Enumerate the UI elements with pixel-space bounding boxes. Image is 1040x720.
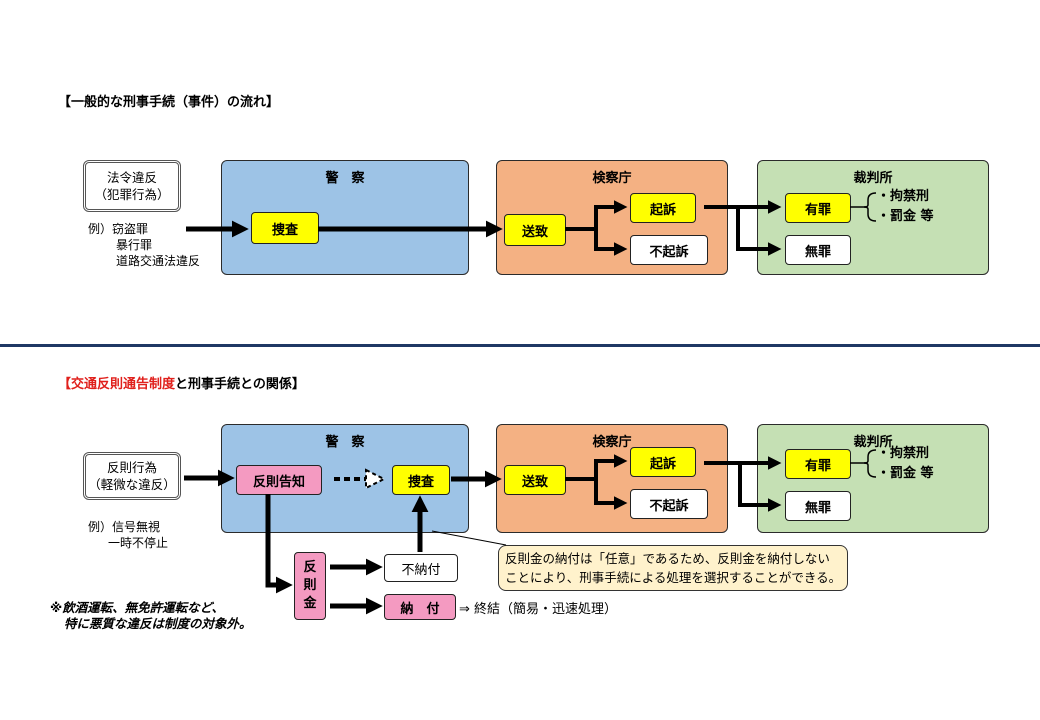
callout-line-1: 反則金の納付は「任意」であるため、反則金を納付しない <box>505 551 830 566</box>
offense-act-box: 反則行為 （軽微な違反） <box>83 452 181 500</box>
payment-optional-callout: 反則金の納付は「任意」であるため、反則金を納付しない ことにより、刑事手続による… <box>498 545 849 591</box>
investigation-box-2: 捜査 <box>392 465 450 495</box>
offense-act-line2: （軽微な違反） <box>88 477 176 492</box>
example-line-1: 例）窃盗罪 <box>88 222 149 236</box>
violation-notice-box: 反則告知 <box>236 465 322 495</box>
prosecutor-title: 検察庁 <box>592 171 632 186</box>
example-line-2: 暴行罪 <box>116 238 153 252</box>
section-divider <box>0 344 1040 347</box>
not-guilty-box-2: 無罪 <box>785 491 851 521</box>
law-violation-line1: 法令違反 <box>106 170 157 185</box>
fine-char-2: 則 <box>303 578 317 593</box>
police-title: 警 察 <box>325 171 365 186</box>
arrow-referral-to-non-indictment <box>594 229 628 256</box>
callout-pointer <box>431 530 507 546</box>
police-title-2: 警 察 <box>325 435 365 450</box>
penalty-list-2: ・拘禁刑 ・罰金 等 <box>877 444 934 484</box>
example-line-3: 道路交通法違反 <box>116 254 201 268</box>
arrow-indictment-to-not-guilty-2 <box>738 463 782 512</box>
indictment-box: 起訴 <box>630 193 696 223</box>
non-indictment-box: 不起訴 <box>630 235 708 265</box>
section2-title: 【交通反則通告制度と刑事手続との関係】 <box>58 373 305 392</box>
guilty-box: 有罪 <box>785 193 851 223</box>
callout-line-2: ことにより、刑事手続による処理を選択することができる。 <box>505 570 842 585</box>
law-violation-box: 法令違反 （犯罪行為） <box>83 160 181 212</box>
penalty2-item-2: ・罰金 等 <box>877 466 934 481</box>
arrow-referral-to-indictment-2 <box>565 454 628 481</box>
example2-line-2: 一時不停止 <box>108 536 169 550</box>
penalty-brace-2 <box>863 449 877 478</box>
non-indictment-box-2: 不起訴 <box>630 489 708 519</box>
court-title-2: 裁判所 <box>853 435 893 450</box>
section1-title: 【一般的な刑事手続（事件）の流れ】 <box>58 95 280 110</box>
exclusion-line-1: ※飲酒運転、無免許運転など、 <box>50 600 225 615</box>
prosecutor-title-2: 検察庁 <box>592 435 632 450</box>
dashed-arrow-head <box>365 468 387 490</box>
exclusion-note: ※飲酒運転、無免許運転など、 特に悪質な違反は制度の対象外。 <box>50 600 252 632</box>
arrow-referral-to-indictment <box>565 200 628 231</box>
arrow-indictment-to-not-guilty <box>736 207 782 256</box>
investigation-box: 捜査 <box>251 212 319 244</box>
payment-box: 納 付 <box>384 594 456 620</box>
exclusion-line-2: 特に悪質な違反は制度の対象外。 <box>64 616 252 631</box>
arrow-notice-to-fine <box>265 494 293 594</box>
penalty2-item-1: ・拘禁刑 <box>877 446 930 461</box>
penalty-item-1: ・拘禁刑 <box>877 189 930 204</box>
indictment-box-2: 起訴 <box>630 447 696 477</box>
law-violation-line2: （犯罪行為） <box>94 187 170 202</box>
conclusion-text: ⇒ 終結（簡易・迅速処理） <box>459 602 618 617</box>
non-payment-box: 不納付 <box>384 554 458 582</box>
penalty-item-2: ・罰金 等 <box>877 209 934 224</box>
not-guilty-box: 無罪 <box>785 235 851 265</box>
guilty-box-2: 有罪 <box>785 449 851 479</box>
penalty-brace <box>863 192 877 222</box>
fine-box: 反 則 金 <box>294 552 326 620</box>
fine-char-1: 反 <box>303 560 317 575</box>
court-title: 裁判所 <box>853 171 893 186</box>
referral-box-2: 送致 <box>504 465 566 495</box>
arrow-referral-to-non-indictment-2 <box>594 479 628 510</box>
fine-char-3: 金 <box>303 596 317 611</box>
referral-box: 送致 <box>504 214 566 246</box>
section2-title-rest: と刑事手続との関係】 <box>175 377 305 392</box>
section2-title-highlight: 【交通反則通告制度 <box>58 377 176 392</box>
example2-line-1: 例）信号無視 <box>88 520 161 534</box>
offense-act-line1: 反則行為 <box>106 460 157 475</box>
penalty-list: ・拘禁刑 ・罰金 等 <box>877 187 934 227</box>
